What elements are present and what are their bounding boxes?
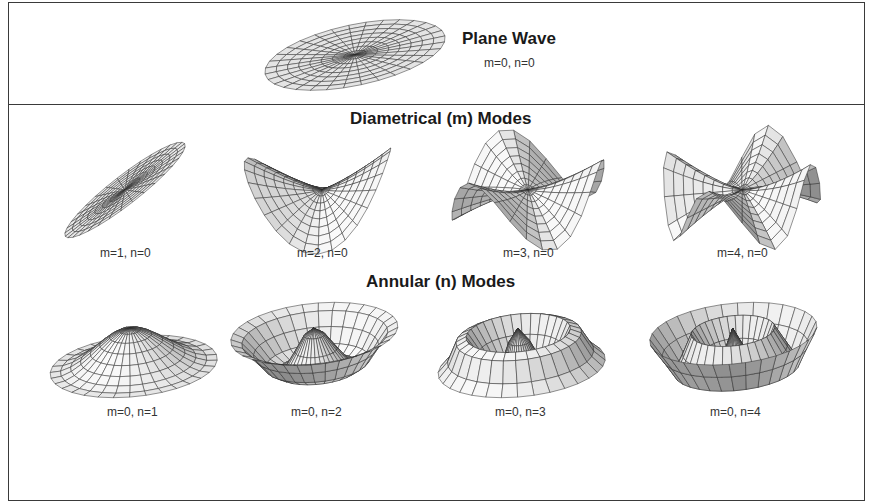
panel-heading: Diametrical (m) Modes [350, 109, 531, 129]
diametrical-mode-disk [65, 142, 185, 237]
mode-panel: Plane Wave m=0, n=0 [8, 2, 865, 105]
mode-caption: m=0, n=3 [495, 405, 546, 419]
annular-mode-disk [231, 302, 398, 385]
mode-caption: m=0, n=1 [107, 405, 158, 419]
plane-wave-disk [265, 20, 445, 91]
mode-caption: m=0, n=4 [710, 405, 761, 419]
diametrical-mode-disk [452, 130, 604, 250]
mode-caption: m=2, n=0 [297, 246, 348, 260]
annular-mode-disk [438, 313, 605, 397]
mode-caption: m=3, n=0 [503, 246, 554, 260]
mode-label: m=0, n=0 [484, 56, 535, 70]
annular-mode-disk [50, 327, 217, 398]
panel-heading: Plane Wave [462, 29, 556, 49]
mode-caption: m=4, n=0 [717, 246, 768, 260]
panel-heading: Annular (n) Modes [366, 272, 515, 292]
mode-panel: Diametrical (m) ModesAnnular (n) Modes [8, 104, 865, 501]
mode-caption: m=1, n=0 [100, 246, 151, 260]
diametrical-mode-disk [244, 148, 390, 254]
mode-caption: m=0, n=2 [291, 405, 342, 419]
annular-mode-disk [650, 302, 817, 391]
diametrical-mode-disk [664, 125, 821, 249]
